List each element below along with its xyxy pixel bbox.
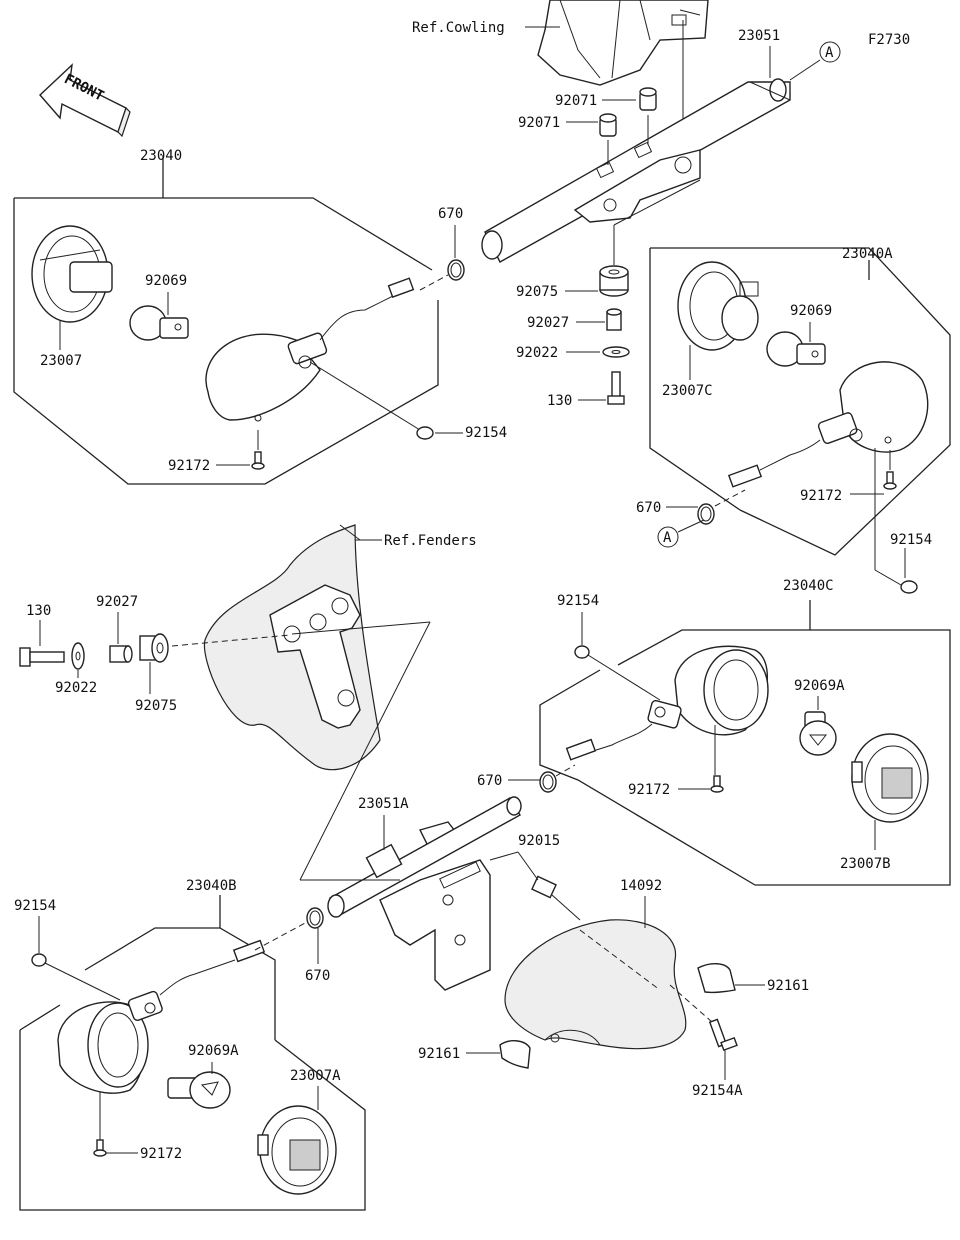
part-92161-right: 92161 bbox=[767, 978, 809, 994]
bolt-130-top bbox=[607, 371, 625, 405]
part-14092: 14092 bbox=[620, 878, 662, 894]
part-670-top: 670 bbox=[438, 206, 463, 222]
callout-a-right: A bbox=[657, 526, 679, 548]
part-23007B: 23007B bbox=[840, 856, 891, 872]
nut-92071-a bbox=[639, 87, 657, 111]
bolt-92154A bbox=[708, 1018, 738, 1052]
screw-92154-b bbox=[31, 953, 47, 967]
part-92022-mid: 92022 bbox=[55, 680, 97, 696]
ref-fenders-label: Ref.Fenders bbox=[384, 533, 477, 549]
bulb-housing-23007 bbox=[31, 225, 113, 323]
bulb-92069-right bbox=[766, 331, 826, 367]
part-23040B: 23040B bbox=[186, 878, 237, 894]
diagram-code: F2730 bbox=[868, 32, 910, 48]
grommet-92161-left bbox=[499, 1040, 531, 1069]
part-23051A: 23051A bbox=[358, 796, 409, 812]
part-92075-top: 92075 bbox=[516, 284, 558, 300]
fender-bracket bbox=[203, 524, 381, 771]
part-92071-b: 92071 bbox=[518, 115, 560, 131]
signal-lens-c bbox=[565, 645, 769, 761]
screw-92154-top bbox=[416, 426, 434, 440]
bulb-92069-left bbox=[129, 305, 189, 341]
part-92071-a: 92071 bbox=[555, 93, 597, 109]
part-92154-right: 92154 bbox=[890, 532, 932, 548]
screw-92172-b bbox=[93, 1139, 107, 1157]
signal-lens-left bbox=[205, 277, 415, 422]
part-92154-b: 92154 bbox=[14, 898, 56, 914]
screw-92172-right bbox=[883, 471, 897, 490]
part-92161-left: 92161 bbox=[418, 1046, 460, 1062]
part-92069-right: 92069 bbox=[790, 303, 832, 319]
bulb-92069A-b bbox=[167, 1071, 231, 1109]
bulb-housing-23007A bbox=[257, 1105, 337, 1195]
part-92075-mid: 92075 bbox=[135, 698, 177, 714]
screw-92154-right bbox=[900, 580, 918, 594]
front-arrow-icon: FRONT bbox=[39, 63, 131, 138]
screw-92172-c bbox=[710, 775, 724, 793]
collar-92027-top bbox=[606, 308, 622, 331]
part-92027-top: 92027 bbox=[527, 315, 569, 331]
o-ring-670-top bbox=[447, 259, 465, 281]
part-23051: 23051 bbox=[738, 28, 780, 44]
bulb-housing-23007C bbox=[677, 261, 759, 351]
part-92069-left: 92069 bbox=[145, 273, 187, 289]
bar-bracket-plate bbox=[573, 141, 701, 223]
cowling-bracket bbox=[537, 0, 709, 86]
part-92027-mid: 92027 bbox=[96, 594, 138, 610]
part-92015: 92015 bbox=[518, 833, 560, 849]
o-ring-670-b bbox=[306, 907, 324, 929]
bulb-housing-23007B bbox=[851, 733, 929, 823]
ref-cowling-label: Ref.Cowling bbox=[412, 20, 505, 36]
part-92154A: 92154A bbox=[692, 1083, 743, 1099]
part-23007: 23007 bbox=[40, 353, 82, 369]
part-92154-c: 92154 bbox=[557, 593, 599, 609]
grommet-92075-top bbox=[599, 265, 629, 297]
o-ring-670-c bbox=[539, 771, 557, 793]
part-23007C: 23007C bbox=[662, 383, 713, 399]
nut-92071-b bbox=[599, 113, 617, 137]
screw-92172-left bbox=[251, 451, 265, 470]
grommet-92161-right bbox=[697, 963, 736, 994]
washer-92022-top bbox=[602, 346, 630, 358]
part-130-top: 130 bbox=[547, 393, 572, 409]
part-670-c: 670 bbox=[477, 773, 502, 789]
signal-lens-b bbox=[57, 939, 266, 1094]
collar-92027-mid bbox=[109, 645, 133, 663]
signal-lens-right bbox=[727, 361, 929, 488]
callout-a-top: A bbox=[819, 41, 841, 63]
part-92069A-c: 92069A bbox=[794, 678, 845, 694]
turn-signal-bar-bottom bbox=[327, 796, 522, 918]
callout-a-letter: A bbox=[825, 45, 834, 61]
part-23040A: 23040A bbox=[842, 246, 893, 262]
part-23007A: 23007A bbox=[290, 1068, 341, 1084]
part-670-right: 670 bbox=[636, 500, 661, 516]
clip-92015 bbox=[531, 875, 557, 899]
callout-a-letter: A bbox=[663, 530, 672, 546]
part-92172-left: 92172 bbox=[168, 458, 210, 474]
part-23040: 23040 bbox=[140, 148, 182, 164]
part-92172-b: 92172 bbox=[140, 1146, 182, 1162]
part-130-mid: 130 bbox=[26, 603, 51, 619]
screw-92154-c bbox=[574, 645, 590, 659]
part-23040C: 23040C bbox=[783, 578, 834, 594]
turn-signal-bar-top bbox=[481, 78, 791, 263]
part-92069A-b: 92069A bbox=[188, 1043, 239, 1059]
grommet-92075-mid bbox=[139, 633, 169, 663]
part-92172-c: 92172 bbox=[628, 782, 670, 798]
part-670-b: 670 bbox=[305, 968, 330, 984]
part-92022-top: 92022 bbox=[516, 345, 558, 361]
part-92154-top: 92154 bbox=[465, 425, 507, 441]
washer-92022-mid bbox=[71, 642, 85, 670]
bolt-130-mid bbox=[19, 647, 65, 667]
part-92172-right: 92172 bbox=[800, 488, 842, 504]
bulb-92069A-c bbox=[799, 711, 837, 756]
cover-14092 bbox=[504, 919, 687, 1050]
o-ring-670-right bbox=[697, 503, 715, 525]
